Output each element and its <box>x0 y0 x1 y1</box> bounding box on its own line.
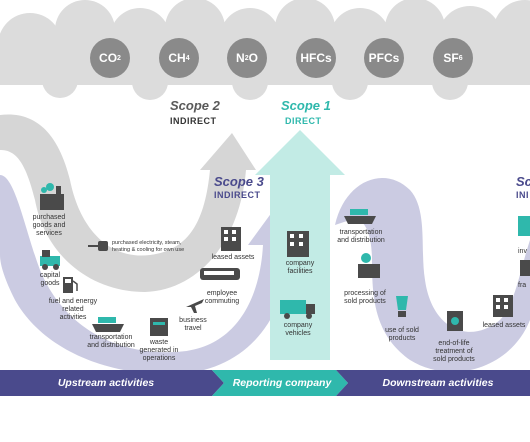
gas-pfcs: PFCs <box>364 38 404 78</box>
scope3-right-title: Sc <box>516 174 530 189</box>
label-end-of-life: end-of-life treatment of sold products <box>433 340 475 363</box>
franchise-icon <box>520 260 530 276</box>
company-building-icon <box>287 231 309 257</box>
scope3-subtitle: INDIRECT <box>214 190 261 200</box>
scope2-subtitle: INDIRECT <box>170 116 217 126</box>
fuel-pump-icon <box>63 277 78 293</box>
scope1-title: Scope 1 <box>281 98 331 113</box>
label-investments-partial: inv <box>518 248 527 255</box>
label-purchased-electricity: purchased electricity, steam, heating & … <box>112 240 185 253</box>
label-transport-downstream: transportation and distribution <box>337 229 385 244</box>
scope2-arrow <box>0 114 256 293</box>
label-capital-goods: capital goods <box>39 272 61 287</box>
bar-upstream-label: Upstream activities <box>57 377 155 389</box>
lightbulb-icon <box>396 296 408 317</box>
scope1-subtitle: DIRECT <box>285 116 322 126</box>
recycle-bin-icon <box>447 311 463 331</box>
processing-factory-icon <box>358 253 380 278</box>
bar-upstream-bg <box>0 370 224 396</box>
label-leased-assets-upstream: leased assets <box>211 254 255 261</box>
ship-icon <box>92 317 124 332</box>
bar-reporting-bg <box>212 370 348 396</box>
label-employee-commuting: employee commuting <box>204 290 240 305</box>
factory-icon <box>40 183 64 210</box>
label-business-travel: business travel <box>179 317 207 332</box>
label-fuel-energy: fuel and energy related activities <box>48 298 98 321</box>
leased-building-icon <box>493 295 513 317</box>
investment-icon <box>518 216 530 236</box>
truck-icon <box>280 300 315 319</box>
plug-icon <box>88 241 108 251</box>
bar-reporting-label: Reporting company <box>232 377 332 389</box>
bar-downstream-bg <box>336 370 530 396</box>
label-purchased-goods: purchased goods and services <box>32 214 66 237</box>
waste-bin-icon <box>150 318 168 336</box>
office-building-icon <box>221 227 241 251</box>
airplane-icon <box>186 299 204 313</box>
label-company-vehicles: company vehicles <box>283 322 313 337</box>
train-icon <box>200 268 240 280</box>
scope3-downstream-arrow <box>335 177 530 372</box>
scope3-title: Scope 3 <box>214 174 264 189</box>
crane-icon <box>40 250 60 270</box>
gas-hfcs: HFCs <box>296 38 336 78</box>
scope2-title: Scope 2 <box>170 98 220 113</box>
ship-downstream-icon <box>344 209 376 224</box>
label-waste: waste generated in operations <box>139 339 179 362</box>
label-use-sold: use of sold products <box>385 327 419 342</box>
label-leased-assets-downstream: leased assets <box>482 322 526 329</box>
bar-downstream-label: Downstream activities <box>382 377 494 389</box>
label-processing: processing of sold products <box>344 290 386 305</box>
scope3-right-subtitle: INI <box>516 190 530 200</box>
label-company-facilities: company facilities <box>285 260 315 275</box>
label-franchises-partial: fra <box>518 282 527 289</box>
label-transport-upstream: transportation and distribution <box>87 334 135 349</box>
scope3-upstream-arrow <box>0 175 302 375</box>
